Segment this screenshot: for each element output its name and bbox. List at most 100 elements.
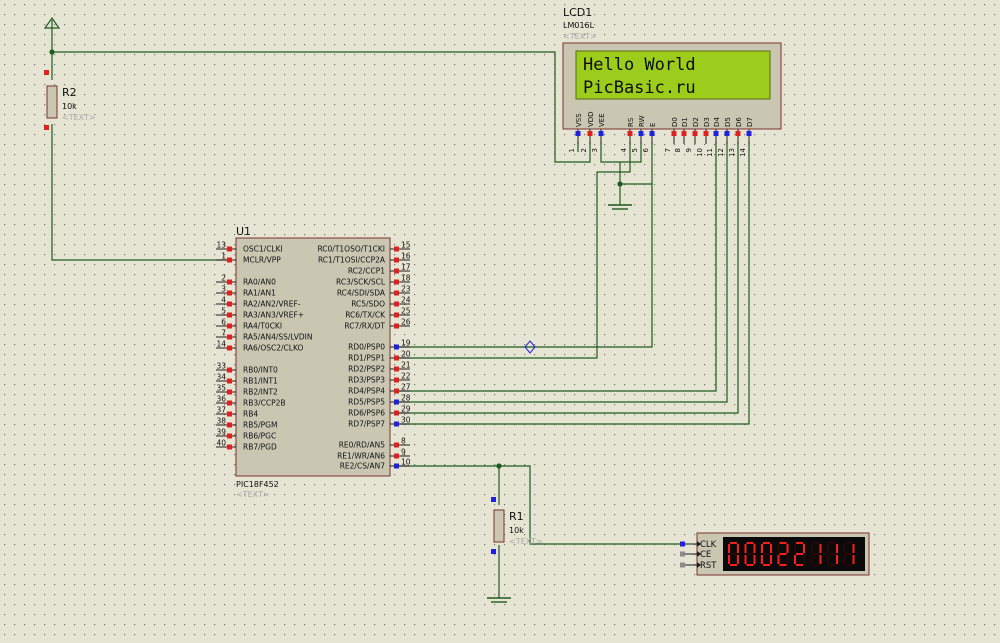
mcu-pin-name: RD3/PSP3 <box>348 376 385 385</box>
wire-rd0-e[interactable] <box>398 184 653 348</box>
probe-marker-icon[interactable] <box>524 340 536 354</box>
mcu-pin-name: RD4/PSP4 <box>348 387 385 396</box>
r1-ref: R1 <box>509 510 524 523</box>
segment <box>730 542 737 544</box>
counter-digits <box>728 542 855 566</box>
pin-marker <box>394 246 399 252</box>
wire-d7[interactable] <box>398 142 750 425</box>
u1-text-tag: <TEXT> <box>236 490 270 499</box>
pin-marker <box>394 463 399 469</box>
r2-ref: R2 <box>62 86 77 99</box>
mcu-pin-number: 37 <box>216 406 226 415</box>
ground-r1[interactable] <box>487 597 511 603</box>
lcd-pin-name: VSS <box>575 113 583 127</box>
segment <box>770 555 772 564</box>
lcd-screen <box>575 50 771 100</box>
resistor-r2[interactable]: R2 10k <TEXT> <box>44 70 96 130</box>
segment <box>843 544 846 553</box>
mcu-pin-name: RC3/SCK/SCL <box>336 278 386 287</box>
pin-marker <box>394 323 399 329</box>
segment <box>829 564 836 566</box>
mcu-pin-name: RA0/AN0 <box>243 278 276 287</box>
pin-marker <box>638 131 644 136</box>
u1-part: PIC18F452 <box>236 480 279 489</box>
pin-marker <box>227 312 232 318</box>
pin-marker <box>227 411 232 417</box>
segment <box>746 553 754 555</box>
pin-marker <box>227 246 232 252</box>
pin-arrow-icon <box>697 551 701 557</box>
wire-vee-rw[interactable] <box>600 142 642 163</box>
pin-marker <box>227 378 232 384</box>
pin-marker <box>394 301 399 307</box>
power-terminal[interactable] <box>43 16 61 29</box>
lcd-pin-name: D1 <box>681 117 689 127</box>
segment <box>812 542 820 544</box>
mcu-pin-number: 20 <box>401 350 411 359</box>
lcd-line-1: Hello World <box>583 55 696 75</box>
u1-ref: U1 <box>236 225 251 238</box>
lcd-text-tag: <TEXT> <box>563 32 597 41</box>
pin-marker <box>491 549 496 554</box>
segment <box>829 542 836 544</box>
wire-mclr[interactable] <box>51 124 228 261</box>
pin-marker <box>227 290 232 296</box>
lcd-pin-name: E <box>649 123 657 127</box>
pin-marker <box>394 410 399 416</box>
ground-lcd[interactable] <box>608 204 632 210</box>
mcu-pin-number: 18 <box>401 274 411 283</box>
segment <box>794 544 796 553</box>
pin-marker <box>394 279 399 285</box>
counter-digit <box>827 542 838 566</box>
lcd-ref: LCD1 <box>563 6 592 19</box>
counter-pin-name: CE <box>700 550 711 560</box>
segment <box>730 564 737 566</box>
wire-clk[interactable] <box>398 465 680 545</box>
segment <box>777 555 780 564</box>
pin-marker <box>227 433 232 439</box>
pin-marker <box>227 400 232 406</box>
lcd-pin-name: D2 <box>692 117 700 127</box>
counter-digit <box>794 542 805 566</box>
mcu-pin-number: 39 <box>216 428 226 437</box>
mcu-body <box>235 237 391 477</box>
wire-d6[interactable] <box>398 142 739 414</box>
lcd-pin-name: VDD <box>587 111 595 127</box>
counter-display <box>723 537 865 571</box>
wire-rs[interactable] <box>398 142 631 359</box>
pin-marker <box>394 388 399 394</box>
segment <box>796 542 803 544</box>
mcu-pin-number: 6 <box>221 318 226 327</box>
r2-value: 10k <box>62 102 77 111</box>
segment <box>836 555 838 564</box>
segment <box>746 564 754 566</box>
wire-d4[interactable] <box>398 142 717 392</box>
wire-vdd[interactable] <box>51 28 591 163</box>
pin-marker <box>394 290 399 296</box>
mcu-pin-number: 22 <box>401 372 411 381</box>
mcu-pin-number: 5 <box>221 307 226 316</box>
resistor-r1[interactable]: R1 10k <TEXT> <box>491 497 543 554</box>
mcu-pin-name: RB7/PGD <box>243 443 277 452</box>
segment <box>753 555 756 564</box>
lcd-pin-name: D0 <box>671 117 679 127</box>
mcu-pin-name: RD7/PSP7 <box>348 420 385 429</box>
r2-text-tag: <TEXT> <box>62 113 96 122</box>
pin-marker <box>227 389 232 395</box>
counter-digit <box>843 542 855 566</box>
lcd-pin-number: 2 <box>580 148 588 152</box>
lcd-pin-number: 5 <box>631 148 639 152</box>
segment <box>744 555 747 564</box>
mcu-pin-number: 19 <box>401 339 411 348</box>
mcu-pin-name: RC1/T1OSI/CCP2A <box>318 256 386 265</box>
segment <box>812 564 820 566</box>
mcu-pin-name: RC7/RX/DT <box>344 322 385 331</box>
segment <box>810 555 813 564</box>
lcd-module[interactable]: LCD1 LM016L <TEXT> Hello World PicBasic.… <box>562 6 782 157</box>
mcu-pin-number: 27 <box>401 383 411 392</box>
mcu-pin-name: RB0/INT0 <box>243 366 278 375</box>
wire-d5[interactable] <box>398 142 728 403</box>
